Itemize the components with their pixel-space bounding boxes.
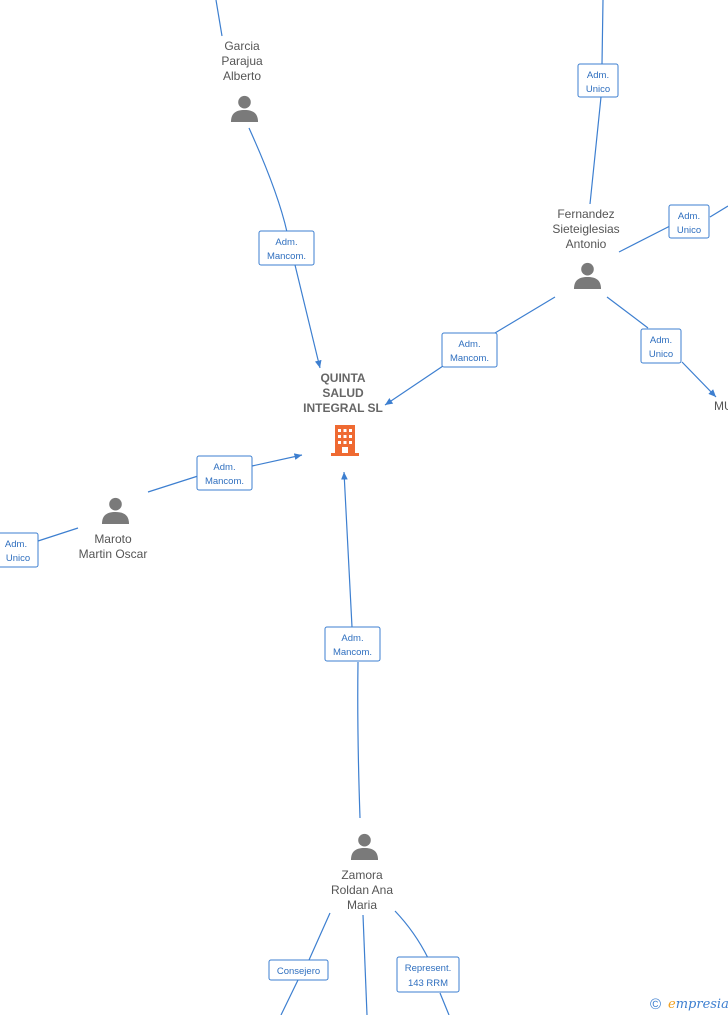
person-name-line: Antonio bbox=[566, 237, 607, 251]
badge-line: Unico bbox=[649, 349, 673, 360]
edge-garcia-company bbox=[248, 127, 322, 369]
empresia-watermark: © empresia bbox=[650, 996, 728, 1013]
badge-line: Mancom. bbox=[205, 476, 244, 487]
badge-line: Mancom. bbox=[450, 353, 489, 364]
badge-zamora-company[interactable]: Adm. Mancom. bbox=[324, 626, 381, 662]
edges bbox=[37, 0, 728, 1015]
person-node-garcia[interactable]: Garcia Parajua Alberto bbox=[221, 39, 263, 123]
badge-fernandez-top[interactable]: Adm. Unico bbox=[577, 63, 619, 98]
person-name-line: Maria bbox=[347, 898, 377, 912]
person-name-line: Fernandez bbox=[557, 207, 614, 221]
edge-fernandez-mu bbox=[606, 296, 716, 397]
company-name-line-1: QUINTA bbox=[320, 371, 365, 385]
copyright-symbol: © bbox=[650, 996, 661, 1013]
person-name-line: Zamora bbox=[341, 868, 383, 882]
edge-maroto-company bbox=[147, 455, 302, 493]
edge-zamora-represent bbox=[394, 910, 450, 1015]
badge-fernandez-mu[interactable]: Adm. Unico bbox=[640, 328, 682, 364]
person-node-maroto[interactable]: Maroto Martin Oscar bbox=[79, 497, 148, 561]
edge-fernandez-right bbox=[618, 205, 728, 253]
badge-line: Consejero bbox=[277, 966, 320, 977]
badge-line: Adm. bbox=[341, 633, 363, 644]
person-name-line: Alberto bbox=[223, 69, 261, 83]
badge-zamora-represent[interactable]: Represent. 143 RRM bbox=[396, 956, 460, 993]
badge-maroto-company[interactable]: Adm. Mancom. bbox=[196, 455, 253, 491]
person-name-line: Parajua bbox=[221, 54, 263, 68]
person-node-zamora[interactable]: Zamora Roldan Ana Maria bbox=[331, 833, 393, 912]
company-node-quinta-salud[interactable]: QUINTA SALUD INTEGRAL SL bbox=[303, 371, 383, 456]
badge-line: Represent. bbox=[405, 963, 451, 974]
badge-fernandez-company[interactable]: Adm. Mancom. bbox=[441, 332, 498, 368]
edge-garcia-top bbox=[215, 0, 223, 37]
badge-line: 143 RRM bbox=[408, 978, 448, 989]
badge-line: Adm. bbox=[678, 211, 700, 222]
badge-line: Adm. bbox=[587, 70, 609, 81]
badge-line: Unico bbox=[677, 225, 701, 236]
badge-fernandez-right[interactable]: Adm. Unico bbox=[668, 204, 710, 239]
edge-fernandez-top bbox=[589, 0, 604, 205]
badge-line: Adm. bbox=[275, 237, 297, 248]
company-name-line-3: INTEGRAL SL bbox=[303, 401, 383, 415]
badge-garcia-company[interactable]: Adm. Mancom. bbox=[258, 230, 315, 266]
relation-badges: Adm. Mancom. Adm. Unico Adm. Unico Adm. … bbox=[0, 63, 710, 993]
person-node-fernandez[interactable]: Fernandez Sieteiglesias Antonio bbox=[552, 207, 620, 290]
edge-zamora-consejero bbox=[280, 912, 331, 1015]
badge-line: Unico bbox=[586, 84, 610, 95]
person-name-line: Sieteiglesias bbox=[552, 222, 619, 236]
badge-line: Mancom. bbox=[267, 251, 306, 262]
person-icon bbox=[350, 833, 379, 861]
company-name-line-2: SALUD bbox=[322, 386, 364, 400]
badge-line: Adm. bbox=[650, 335, 672, 346]
building-icon bbox=[331, 425, 359, 456]
badge-line: Adm. bbox=[458, 339, 480, 350]
badge-zamora-consejero[interactable]: Consejero bbox=[268, 959, 329, 981]
badge-line: Adm. bbox=[5, 539, 27, 550]
edge-zamora-company bbox=[344, 472, 361, 819]
person-name-line: Garcia bbox=[224, 39, 260, 53]
person-name-line: Maroto bbox=[94, 532, 132, 546]
badge-line: Adm. bbox=[213, 462, 235, 473]
brand-name: empresia bbox=[668, 997, 728, 1012]
badge-line: Mancom. bbox=[333, 647, 372, 658]
person-icon bbox=[230, 95, 259, 123]
badge-line: Unico bbox=[6, 553, 30, 564]
brand-initial: e bbox=[668, 997, 676, 1012]
edge-maroto-left bbox=[37, 527, 79, 542]
edge-zamora-down bbox=[362, 914, 368, 1015]
person-name-line: Roldan Ana bbox=[331, 883, 393, 897]
partial-node-label-mu[interactable]: MU bbox=[714, 399, 728, 413]
person-icon bbox=[101, 497, 130, 525]
person-name-line: Martin Oscar bbox=[79, 547, 148, 561]
badge-maroto-left[interactable]: Adm. Unico bbox=[0, 532, 39, 568]
person-icon bbox=[573, 262, 602, 290]
brand-rest: mpresia bbox=[676, 997, 728, 1012]
